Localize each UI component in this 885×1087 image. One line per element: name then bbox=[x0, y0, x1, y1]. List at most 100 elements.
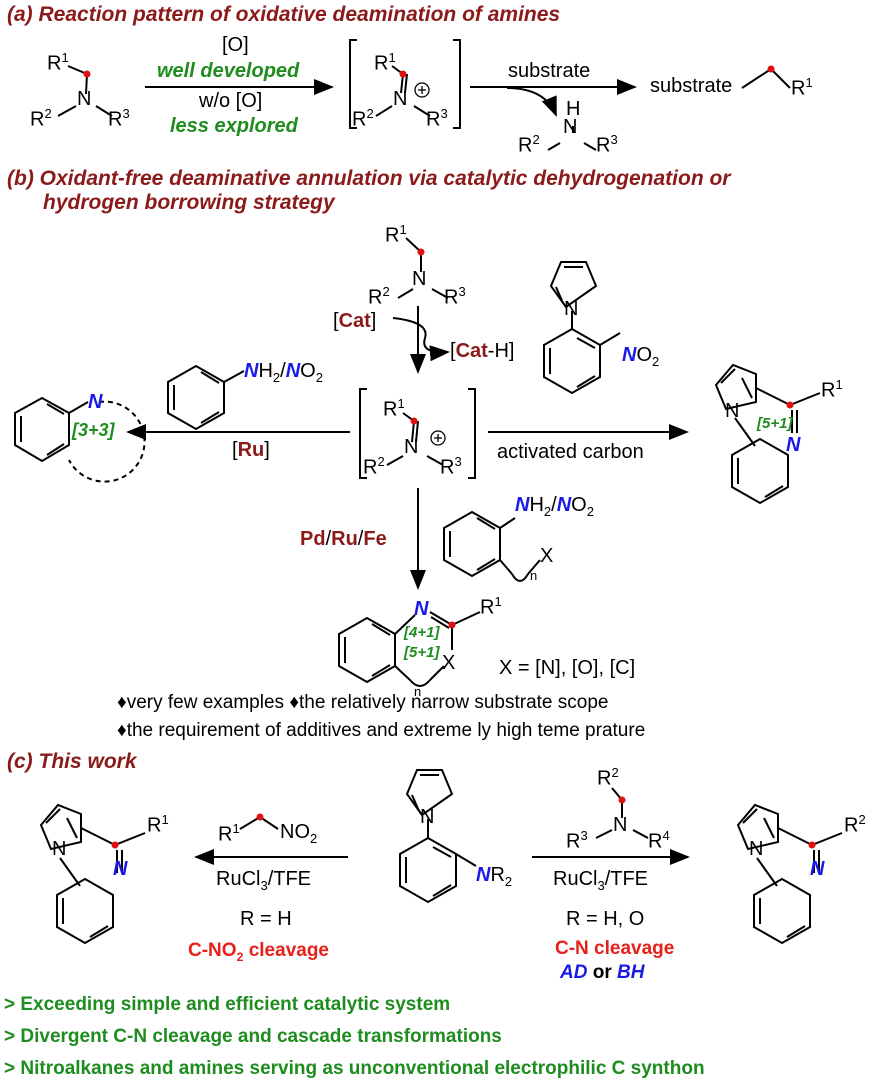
n-atom-c-left: N bbox=[52, 838, 67, 860]
diamond-icon: ♦ bbox=[117, 692, 127, 713]
cond-without-oxidant: w/o [O] bbox=[199, 90, 263, 112]
right-r-def: R = H, O bbox=[566, 908, 645, 930]
aniline-structure bbox=[167, 364, 245, 431]
annulation-51-top: [5+1] bbox=[757, 415, 793, 432]
no2-label-b: NO2 bbox=[622, 344, 660, 369]
bh-label: BH bbox=[617, 962, 645, 983]
annulation-33-label: [3+3] bbox=[72, 420, 115, 440]
pyrroloquinoxaline-b bbox=[714, 363, 821, 505]
iminium-bracket-a bbox=[349, 39, 461, 129]
r3-label-amine: R3 bbox=[596, 132, 618, 157]
bullet-3-text: the requirement of additives and extreme… bbox=[126, 720, 646, 741]
r4-label-amine-c: R4 bbox=[648, 828, 670, 853]
r1-label-fused: R1 bbox=[480, 594, 502, 619]
iminium-bracket-b bbox=[359, 388, 476, 479]
r1-label-product-a: R1 bbox=[791, 75, 813, 100]
cond-well-developed: well developed bbox=[157, 60, 300, 82]
r2-label-imin-a: R2 bbox=[352, 106, 374, 131]
r2-label-amine-c: R2 bbox=[597, 765, 619, 790]
right-condition: RuCl3/TFE bbox=[553, 868, 649, 893]
annulation-41-label: [4+1] bbox=[404, 624, 440, 641]
activated-carbon-label: activated carbon bbox=[497, 441, 644, 463]
n-imine-c-left: N bbox=[113, 858, 128, 880]
pyrrolyl-aniline-c bbox=[399, 769, 477, 904]
nh2-no2-label: NH2/NO2 bbox=[244, 360, 323, 385]
ortho-aniline-chain bbox=[443, 510, 541, 582]
left-r-def: R = H bbox=[240, 908, 292, 930]
bullet-1-text: very few examples bbox=[126, 692, 285, 713]
r1-nitro-label: R1 bbox=[218, 821, 240, 846]
x-label-fused: X bbox=[442, 652, 456, 674]
r1-label-imin-b: R1 bbox=[383, 396, 405, 421]
r1-label-c-left: R1 bbox=[147, 812, 169, 837]
n-atom-c-right: N bbox=[749, 838, 764, 860]
n-atom-amine-c: N bbox=[613, 814, 628, 836]
r1-label-b: R1 bbox=[385, 222, 407, 247]
r3-label-imin-b: R3 bbox=[440, 454, 462, 479]
annulation-51-label: [5+1] bbox=[404, 644, 440, 661]
pyrroloquinoxaline-c-left bbox=[39, 803, 146, 945]
ru2-name: Ru bbox=[331, 528, 358, 550]
n-atom-pyrrole-b: N bbox=[564, 298, 579, 320]
cat-h-label: [Cat-H] bbox=[450, 340, 515, 362]
no2-nitro-label: NO2 bbox=[280, 821, 318, 846]
r3-label-a: R3 bbox=[108, 106, 130, 131]
r2-label-b: R2 bbox=[368, 284, 390, 309]
x-definition: X = [N], [O], [C] bbox=[499, 657, 636, 679]
r3-label-imin-a: R3 bbox=[426, 106, 448, 131]
cond-oxidant: [O] bbox=[222, 34, 249, 56]
n-atom-amine: N bbox=[563, 116, 578, 138]
conclusion-3: > Nitroalkanes and amines serving as unc… bbox=[4, 1058, 705, 1079]
pyrroloquinoxaline-c-right bbox=[736, 803, 843, 945]
cat-h-name: Cat bbox=[455, 340, 488, 362]
red-dot-markers bbox=[83, 65, 816, 849]
c-n-cleavage-label: C-N cleavage bbox=[555, 938, 675, 959]
n-atom-b: N bbox=[412, 268, 427, 290]
r1-label-imin-a: R1 bbox=[374, 50, 396, 75]
n-atom-fused: N bbox=[414, 598, 429, 620]
n-atom-product-b: N bbox=[725, 400, 740, 422]
section-c-title: (c) This work bbox=[7, 750, 137, 773]
cat-name: Cat bbox=[338, 310, 371, 332]
fe-name: Fe bbox=[363, 528, 387, 550]
left-condition: RuCl3/TFE bbox=[216, 868, 312, 893]
nr2-label: NR2 bbox=[476, 864, 513, 889]
r2-label-c-right: R2 bbox=[844, 812, 866, 837]
fused-heterocycle-product bbox=[338, 611, 481, 687]
r1-label-a: R1 bbox=[47, 50, 69, 75]
conclusion-1: > Exceeding simple and efficient catalyt… bbox=[4, 994, 451, 1015]
nh2-no2-ortho-label: NH2/NO2 bbox=[515, 494, 594, 519]
ru-catalyst-label: [Ru] bbox=[232, 439, 270, 461]
n-atom-imin-b: N bbox=[404, 436, 419, 458]
n-atom-quinoline: N bbox=[88, 391, 103, 413]
bullet-line-1: ♦very few examples ♦the relatively narro… bbox=[117, 692, 608, 714]
r3-label-amine-c: R3 bbox=[566, 828, 588, 853]
n-atom-imin-a: N bbox=[393, 88, 408, 110]
pd-name: Pd bbox=[300, 528, 326, 550]
r2-label-amine: R2 bbox=[518, 132, 540, 157]
n-atom-pyrrole-c: N bbox=[420, 806, 435, 828]
h-atom-amine: H bbox=[566, 98, 581, 120]
substrate-label: substrate bbox=[508, 60, 591, 82]
ad-or-bh-label: AD or BH bbox=[560, 962, 644, 984]
n-atom-imine-b: N bbox=[786, 434, 801, 456]
r2-label-imin-b: R2 bbox=[363, 454, 385, 479]
bullet-2-text: the relatively narrow substrate scope bbox=[299, 692, 609, 713]
n-imine-c-right: N bbox=[810, 858, 825, 880]
pyrrolyl-nitrobenzene bbox=[543, 261, 621, 395]
product-substrate-label: substrate bbox=[650, 75, 733, 97]
n-atom-a: N bbox=[77, 88, 92, 110]
ad-label: AD bbox=[560, 962, 588, 983]
n-subscript-chain: n bbox=[530, 568, 538, 583]
section-b-title-line2: hydrogen borrowing strategy bbox=[43, 191, 335, 214]
c-no2-cleavage-label: C-NO2 cleavage bbox=[188, 940, 330, 964]
x-label-chain: X bbox=[540, 545, 554, 567]
r3-label-b: R3 bbox=[444, 284, 466, 309]
diamond-icon: ♦ bbox=[289, 692, 300, 713]
r2-label-a: R2 bbox=[30, 106, 52, 131]
cond-less-explored: less explored bbox=[170, 115, 298, 137]
quinoline-product bbox=[14, 396, 146, 483]
section-b-title-line1: (b) Oxidant-free deaminative annulation … bbox=[7, 167, 731, 190]
or-label: or bbox=[592, 962, 612, 983]
